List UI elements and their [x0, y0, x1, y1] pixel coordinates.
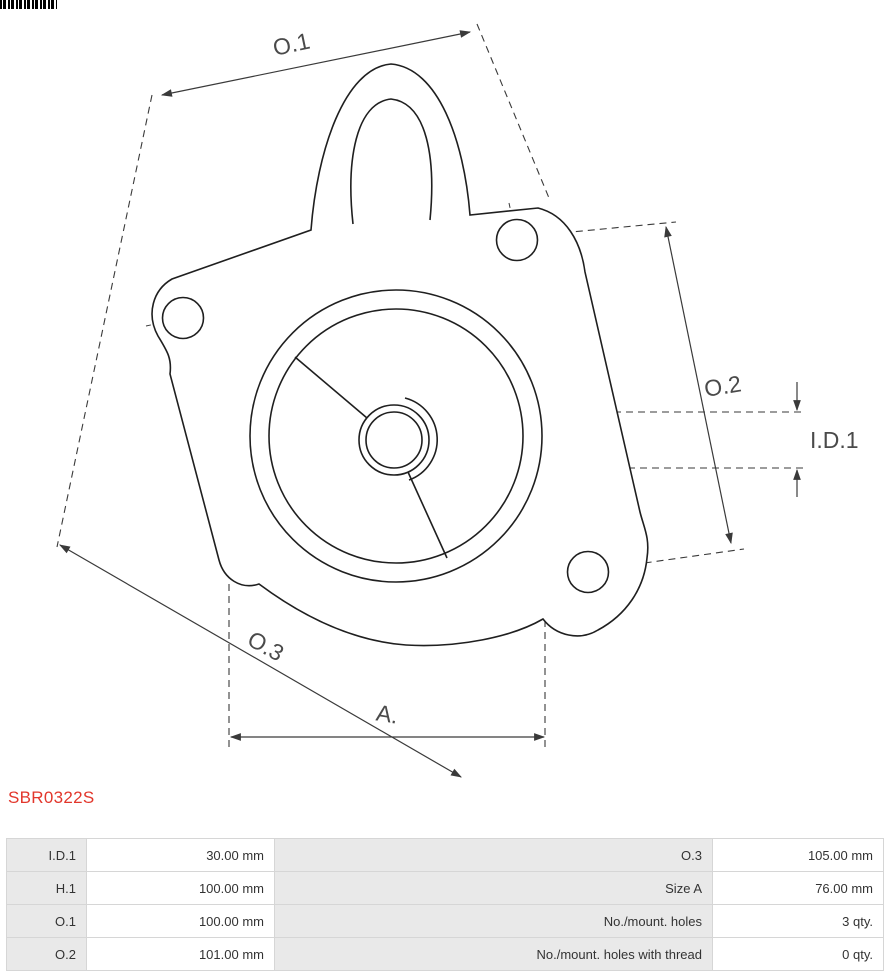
spec-key: No./mount. holes with thread — [274, 937, 713, 971]
dim-label-a: A. — [374, 700, 400, 729]
dimension-lines — [59, 30, 801, 778]
mount-hole-bottom-right — [566, 550, 610, 594]
dim-label-id1: I.D.1 — [810, 427, 859, 453]
dim-line-o2 — [664, 225, 733, 545]
dim-label-o1: O.1 — [270, 28, 312, 61]
spec-value: 105.00 mm — [712, 838, 884, 872]
sector-line-upper — [294, 356, 368, 419]
part-number: SBR0322S — [8, 788, 95, 807]
spec-table: I.D.1 30.00 mm O.3 105.00 mm H.1 100.00 … — [6, 838, 884, 971]
table-row: H.1 100.00 mm Size A 76.00 mm — [6, 871, 884, 905]
dim-label-o2: O.2 — [702, 370, 743, 401]
handle-inner-loop — [350, 98, 433, 225]
spec-value: 30.00 mm — [86, 838, 275, 872]
mount-hole-top-right — [495, 218, 539, 262]
dim-line-o1 — [160, 30, 472, 97]
spec-value: 101.00 mm — [86, 937, 275, 971]
spec-key: O.2 — [6, 937, 87, 971]
hub-bore — [365, 411, 423, 469]
spec-key: Size A — [274, 871, 713, 905]
hub-arc — [404, 397, 438, 481]
spec-value: 3 qty. — [712, 904, 884, 938]
flange-body — [151, 63, 649, 647]
dim-label-o3: O.3 — [243, 626, 288, 667]
spec-key: H.1 — [6, 871, 87, 905]
spec-value: 76.00 mm — [712, 871, 884, 905]
spec-key: O.1 — [6, 904, 87, 938]
spec-key: O.3 — [274, 838, 713, 872]
table-row: I.D.1 30.00 mm O.3 105.00 mm — [6, 838, 884, 872]
hub-outer — [358, 404, 430, 476]
spec-key: No./mount. holes — [274, 904, 713, 938]
barcode — [0, 0, 57, 9]
mount-hole-left — [161, 296, 205, 340]
table-row: O.2 101.00 mm No./mount. holes with thre… — [6, 937, 884, 971]
sector-line-lower — [407, 471, 448, 559]
technical-drawing: O.1 O.2 I.D.1 O.3 A. — [56, 23, 859, 778]
spec-key: I.D.1 — [6, 838, 87, 872]
spec-value: 100.00 mm — [86, 904, 275, 938]
spec-value: 0 qty. — [712, 937, 884, 971]
table-row: O.1 100.00 mm No./mount. holes 3 qty. — [6, 904, 884, 938]
starter-cover-diagram: O.1 O.2 I.D.1 O.3 A. — [56, 23, 859, 778]
spec-value: 100.00 mm — [86, 871, 275, 905]
